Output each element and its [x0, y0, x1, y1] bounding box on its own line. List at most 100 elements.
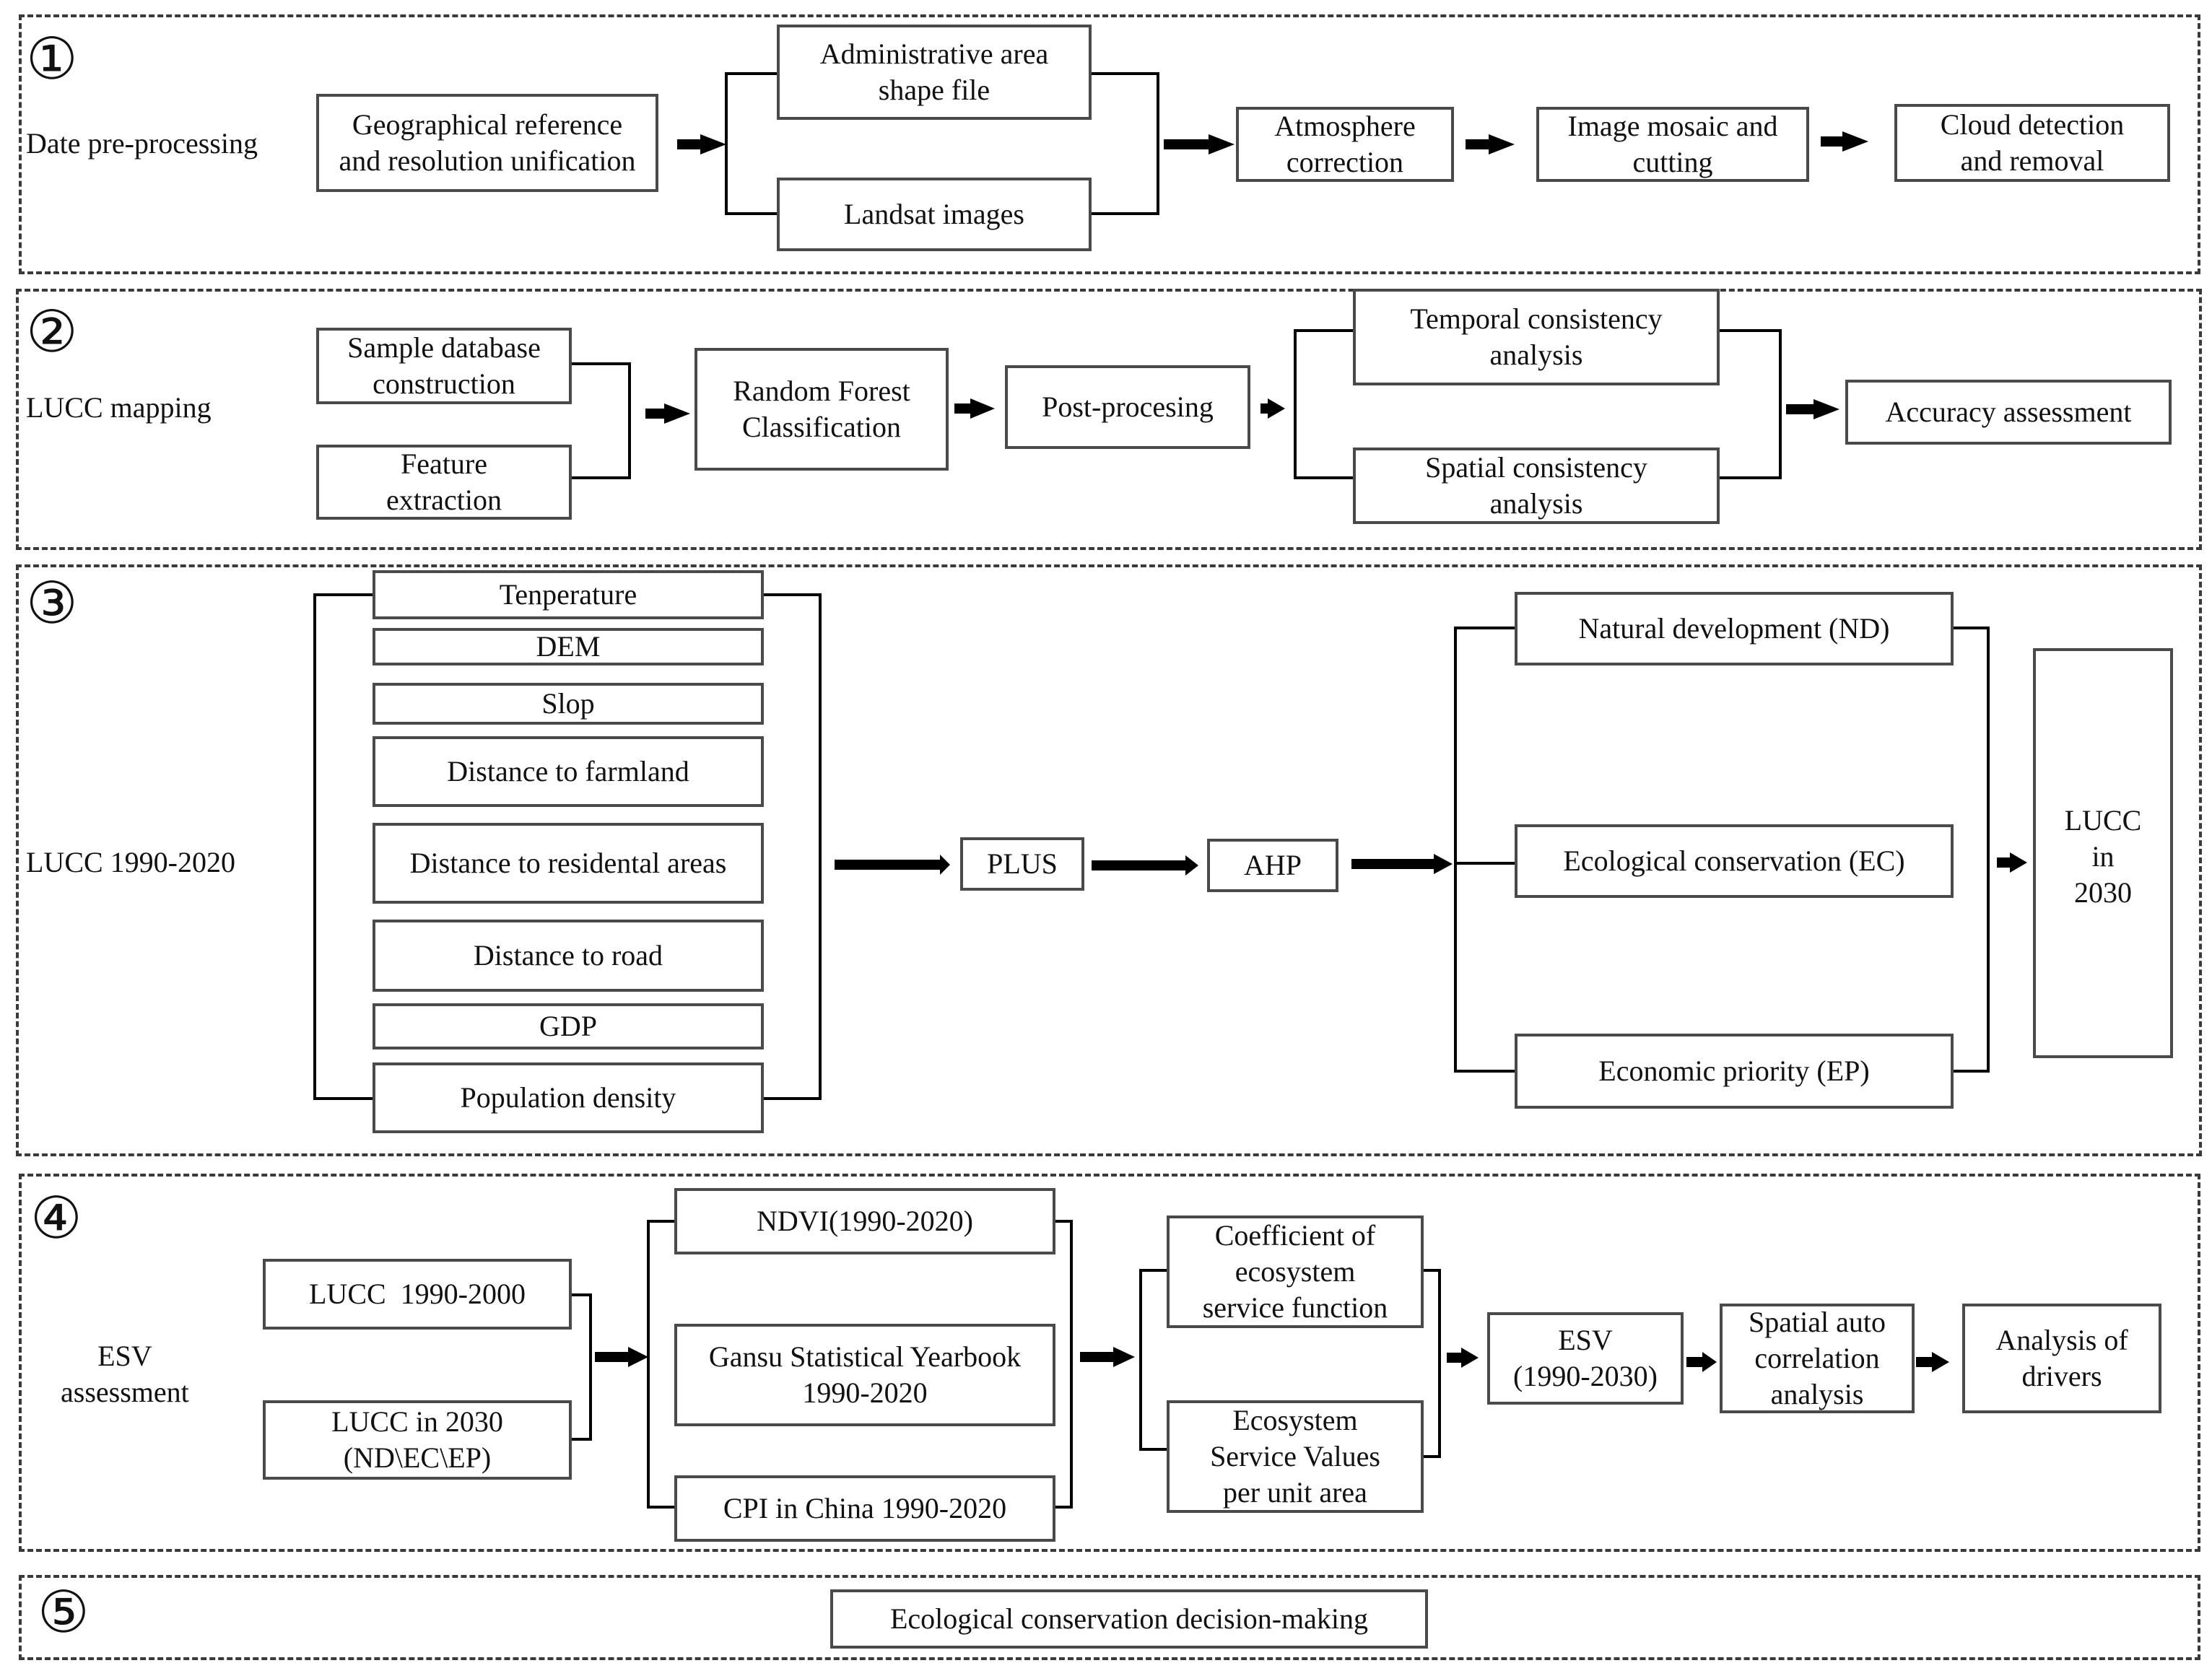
factor-dem: DEM	[373, 628, 764, 665]
text-line: Classification	[742, 411, 901, 443]
text-line: 2030	[2074, 876, 2132, 909]
text-line: Economic priority (EP)	[1598, 1055, 1870, 1087]
text-line: DEM	[536, 630, 601, 663]
text-line: ESV	[1558, 1324, 1613, 1356]
box-accuracy-assessment: Accuracy assessment	[1845, 380, 2172, 445]
box-analysis-of-drivers: Analysis of drivers	[1962, 1304, 2161, 1413]
text-line: analysis	[1489, 487, 1583, 520]
text-line: GDP	[539, 1010, 598, 1042]
box-plus: PLUS	[960, 837, 1084, 891]
panel-decision-making	[19, 1575, 2200, 1660]
text-line: Image mosaic and	[1567, 110, 1778, 142]
text-line: analysis	[1770, 1378, 1864, 1410]
text-line: Sample database	[347, 331, 541, 364]
text-line: Accuracy assessment	[1885, 396, 2132, 428]
text-line: analysis	[1489, 339, 1583, 371]
box-economic-priority: Economic priority (EP)	[1515, 1034, 1954, 1109]
box-atmosphere-correction: Atmosphere correction	[1236, 107, 1454, 182]
text-line: and resolution unification	[339, 144, 636, 177]
panel-lucc-1990-2020	[16, 564, 2202, 1156]
text-line: Ecological conservation decision-making	[889, 1602, 1368, 1635]
panel-number-4: ④	[30, 1184, 82, 1252]
text-line: Spatial auto	[1749, 1306, 1886, 1338]
box-cpi-china: CPI in China 1990-2020	[674, 1475, 1055, 1542]
text-line: (ND\EC\EP)	[343, 1441, 492, 1474]
text-line: Distance to farmland	[447, 755, 689, 787]
factor-distance-farmland: Distance to farmland	[373, 736, 764, 807]
panel-preprocessing	[19, 14, 2200, 274]
text-line: Geographical reference	[352, 108, 623, 141]
text-line: Analysis of	[1995, 1324, 2128, 1356]
panel-lucc-mapping	[16, 289, 2202, 550]
panel-number-1: ①	[26, 25, 78, 92]
text-line: per unit area	[1223, 1476, 1367, 1509]
text-line: AHP	[1243, 849, 1302, 881]
panel-number-2: ②	[26, 298, 78, 365]
text-line: Distance to residental areas	[409, 847, 727, 879]
text-line: Ecosystem	[1232, 1404, 1358, 1436]
panel-label-lucc-1990-2020: LUCC 1990-2020	[26, 846, 235, 878]
text-line: drivers	[2021, 1360, 2102, 1392]
box-natural-development: Natural development (ND)	[1515, 592, 1954, 665]
factor-temperature: Tenperature	[373, 570, 764, 619]
text-line: Natural development (ND)	[1578, 612, 1890, 645]
text-line: cutting	[1632, 146, 1713, 178]
text-line: NDVI(1990-2020)	[757, 1205, 973, 1237]
text-line: correlation	[1754, 1342, 1880, 1374]
text-line: shape file	[878, 74, 990, 106]
text-line: and removal	[1960, 144, 2104, 177]
text-line: Tenperature	[499, 578, 637, 611]
text-line: Slop	[541, 687, 595, 720]
text-line: (1990-2030)	[1513, 1360, 1658, 1392]
text-line: Ecological conservation (EC)	[1563, 844, 1905, 877]
box-image-mosaic: Image mosaic and cutting	[1536, 107, 1809, 182]
text-line: Coefficient of	[1214, 1219, 1376, 1252]
text-line: Feature	[401, 448, 487, 480]
text-line: Population density	[460, 1081, 676, 1114]
text-line: ecosystem	[1235, 1255, 1356, 1288]
box-lucc-1990-2000: LUCC 1990-2000	[263, 1259, 572, 1330]
text-line: CPI in China 1990-2020	[723, 1492, 1007, 1524]
panel-label-preprocessing: Date pre-processing	[26, 127, 258, 160]
box-administrative-area: Administrative area shape file	[777, 25, 1092, 120]
text-line: Landsat images	[844, 198, 1024, 230]
text-line: Distance to road	[473, 939, 663, 972]
text-line: Atmosphere	[1274, 110, 1416, 142]
box-ndvi: NDVI(1990-2020)	[674, 1188, 1055, 1254]
text-line: Service Values	[1210, 1440, 1380, 1472]
box-post-processing: Post-procesing	[1005, 365, 1250, 449]
box-feature-extraction: Feature extraction	[316, 445, 572, 520]
text-line: construction	[373, 367, 515, 400]
panel-esv-assessment	[19, 1174, 2200, 1552]
factor-slope: Slop	[373, 683, 764, 725]
factor-gdp: GDP	[373, 1003, 764, 1049]
text-line: Post-procesing	[1042, 390, 1214, 423]
box-spatial-autocorrelation: Spatial auto correlation analysis	[1720, 1304, 1915, 1413]
text-line: PLUS	[987, 847, 1058, 880]
text-line: Cloud detection	[1940, 108, 2125, 141]
box-temporal-consistency: Temporal consistency analysis	[1353, 289, 1720, 385]
text-line: LUCC in 2030	[331, 1405, 503, 1438]
text-line: LUCC	[2064, 804, 2142, 837]
box-ahp: AHP	[1207, 839, 1338, 892]
text-line: extraction	[386, 484, 502, 516]
text-line: Spatial consistency	[1425, 451, 1647, 484]
box-esv-1990-2030: ESV (1990-2030)	[1487, 1312, 1684, 1405]
text-line: correction	[1286, 146, 1404, 178]
factor-population-density: Population density	[373, 1062, 764, 1133]
text-line: service function	[1202, 1291, 1388, 1324]
text-line: Administrative area	[819, 38, 1049, 70]
factor-distance-road: Distance to road	[373, 920, 764, 992]
text-line: Temporal consistency	[1410, 302, 1663, 335]
panel-number-5: ⑤	[38, 1579, 90, 1646]
box-ecological-conservation: Ecological conservation (EC)	[1515, 824, 1954, 898]
box-ecological-decision-making: Ecological conservation decision-making	[830, 1589, 1428, 1649]
text-line: in	[2091, 840, 2115, 873]
